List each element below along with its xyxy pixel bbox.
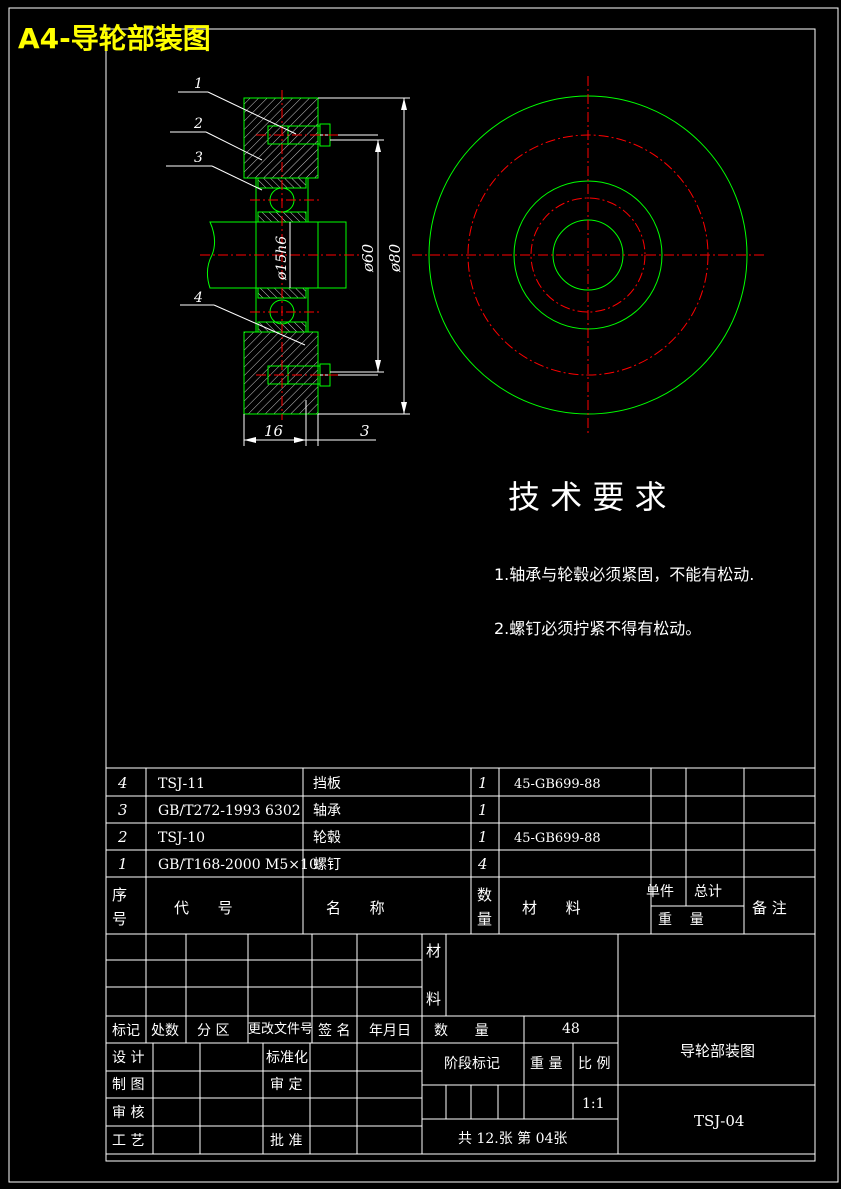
svg-text:料: 料 [426, 990, 441, 1008]
svg-text:年月日: 年月日 [369, 1023, 411, 1039]
svg-text:GB/T168-2000 M5×10: GB/T168-2000 M5×10 [158, 857, 318, 873]
svg-text:数: 数 [477, 886, 492, 904]
svg-text:1: 1 [478, 774, 488, 792]
outer-border [8, 7, 839, 1183]
svg-text:1: 1 [478, 828, 488, 846]
bom-row-1: 1 GB/T168-2000 M5×10 螺钉 4 [118, 855, 488, 873]
svg-text:分 区: 分 区 [197, 1023, 229, 1039]
svg-text:总计: 总计 [694, 884, 722, 900]
section-view: 1 2 3 4 ø80 ø60 ø15h6 16 3 [166, 76, 410, 446]
shaft [206, 221, 347, 289]
bom-header: 序 号 代 号 名 称 数 量 材 料 单件 总计 重 量 备 注 [112, 884, 787, 928]
drawing-number: TSJ-04 [694, 1112, 744, 1130]
svg-text:签 名: 签 名 [318, 1022, 350, 1039]
svg-text:3: 3 [118, 801, 128, 819]
dim-inner-diameter: ø60 [359, 243, 377, 273]
bom-table [106, 767, 815, 935]
svg-text:审 核: 审 核 [112, 1105, 144, 1121]
svg-text:量: 量 [477, 910, 492, 928]
svg-text:审 定: 审 定 [270, 1077, 302, 1093]
svg-text:重 量: 重 量 [658, 912, 704, 928]
drawing-name: 导轮部装图 [680, 1042, 755, 1060]
title-block [106, 934, 815, 1155]
svg-text:4: 4 [117, 774, 128, 792]
svg-text:设 计: 设 计 [112, 1050, 144, 1066]
svg-text:更改文件号: 更改文件号 [248, 1022, 313, 1037]
svg-text:1:1: 1:1 [582, 1096, 605, 1112]
shaft-circle [530, 197, 646, 313]
svg-text:重 量: 重 量 [530, 1056, 562, 1072]
svg-text:TSJ-10: TSJ-10 [158, 830, 205, 846]
inner-border [105, 28, 816, 1162]
hub-upper [243, 97, 319, 179]
svg-text:45-GB699-88: 45-GB699-88 [514, 831, 601, 846]
svg-text:1: 1 [478, 801, 488, 819]
svg-text:序: 序 [112, 886, 127, 904]
svg-text:2: 2 [117, 828, 128, 846]
bom-row-2: 2 TSJ-10 轮毂 1 45-GB699-88 [117, 828, 601, 846]
requirement-1: 1.轴承与轮毂必须紧固，不能有松动. [494, 565, 754, 584]
dim-outer-diameter: ø80 [386, 243, 404, 273]
sheet-title: A4-导轮部装图 [18, 22, 211, 55]
svg-text:批 准: 批 准 [270, 1133, 302, 1149]
requirement-2: 2.螺钉必须拧紧不得有松动。 [494, 619, 701, 638]
svg-text:1: 1 [118, 855, 128, 873]
svg-text:48: 48 [562, 1021, 580, 1037]
svg-text:挡板: 挡板 [313, 776, 341, 792]
bom-row-4: 4 TSJ-11 挡板 1 45-GB699-88 [117, 774, 601, 792]
svg-text:备 注: 备 注 [752, 899, 787, 917]
svg-text:TSJ-11: TSJ-11 [158, 776, 205, 792]
svg-text:号: 号 [112, 910, 127, 928]
svg-text:GB/T272-1993 6302: GB/T272-1993 6302 [158, 803, 301, 819]
requirements-title: 技 术 要 求 [508, 478, 667, 516]
dim-gap: 3 [360, 422, 370, 440]
svg-text:45-GB699-88: 45-GB699-88 [514, 777, 601, 792]
svg-text:轮毂: 轮毂 [313, 830, 341, 846]
dim-shaft-diameter: ø15h6 [274, 236, 290, 281]
balloon-2: 2 [193, 116, 203, 132]
svg-text:标准化: 标准化 [266, 1050, 308, 1066]
svg-text:工 艺: 工 艺 [112, 1133, 144, 1149]
hub-lower [243, 331, 319, 415]
svg-text:材 料: 材 料 [522, 899, 581, 917]
svg-text:轴承: 轴承 [313, 803, 341, 819]
svg-text:螺钉: 螺钉 [313, 857, 341, 873]
front-view [412, 76, 766, 436]
svg-text:共 12.张 第 04张: 共 12.张 第 04张 [458, 1130, 567, 1147]
balloon-3: 3 [194, 150, 203, 166]
svg-text:代 号: 代 号 [174, 899, 233, 917]
svg-text:数 量: 数 量 [434, 1023, 489, 1039]
svg-text:阶段标记: 阶段标记 [444, 1056, 500, 1072]
svg-text:4: 4 [477, 855, 488, 873]
svg-text:名 称: 名 称 [326, 899, 385, 917]
balloon-4: 4 [193, 290, 203, 306]
svg-text:单件: 单件 [646, 884, 674, 900]
svg-text:标记: 标记 [112, 1023, 140, 1039]
title-block-text: 材 料 标记 处数 分 区 更改文件号 签 名 年月日 数 量 48 设 计 标… [112, 942, 755, 1149]
svg-text:比 例: 比 例 [578, 1056, 610, 1072]
balloon-1: 1 [194, 76, 203, 92]
svg-text:处数: 处数 [151, 1023, 179, 1039]
bom-row-3: 3 GB/T272-1993 6302 轴承 1 [118, 801, 488, 819]
svg-text:制 图: 制 图 [112, 1077, 144, 1093]
dim-width: 16 [264, 422, 284, 440]
svg-text:材: 材 [426, 942, 441, 960]
